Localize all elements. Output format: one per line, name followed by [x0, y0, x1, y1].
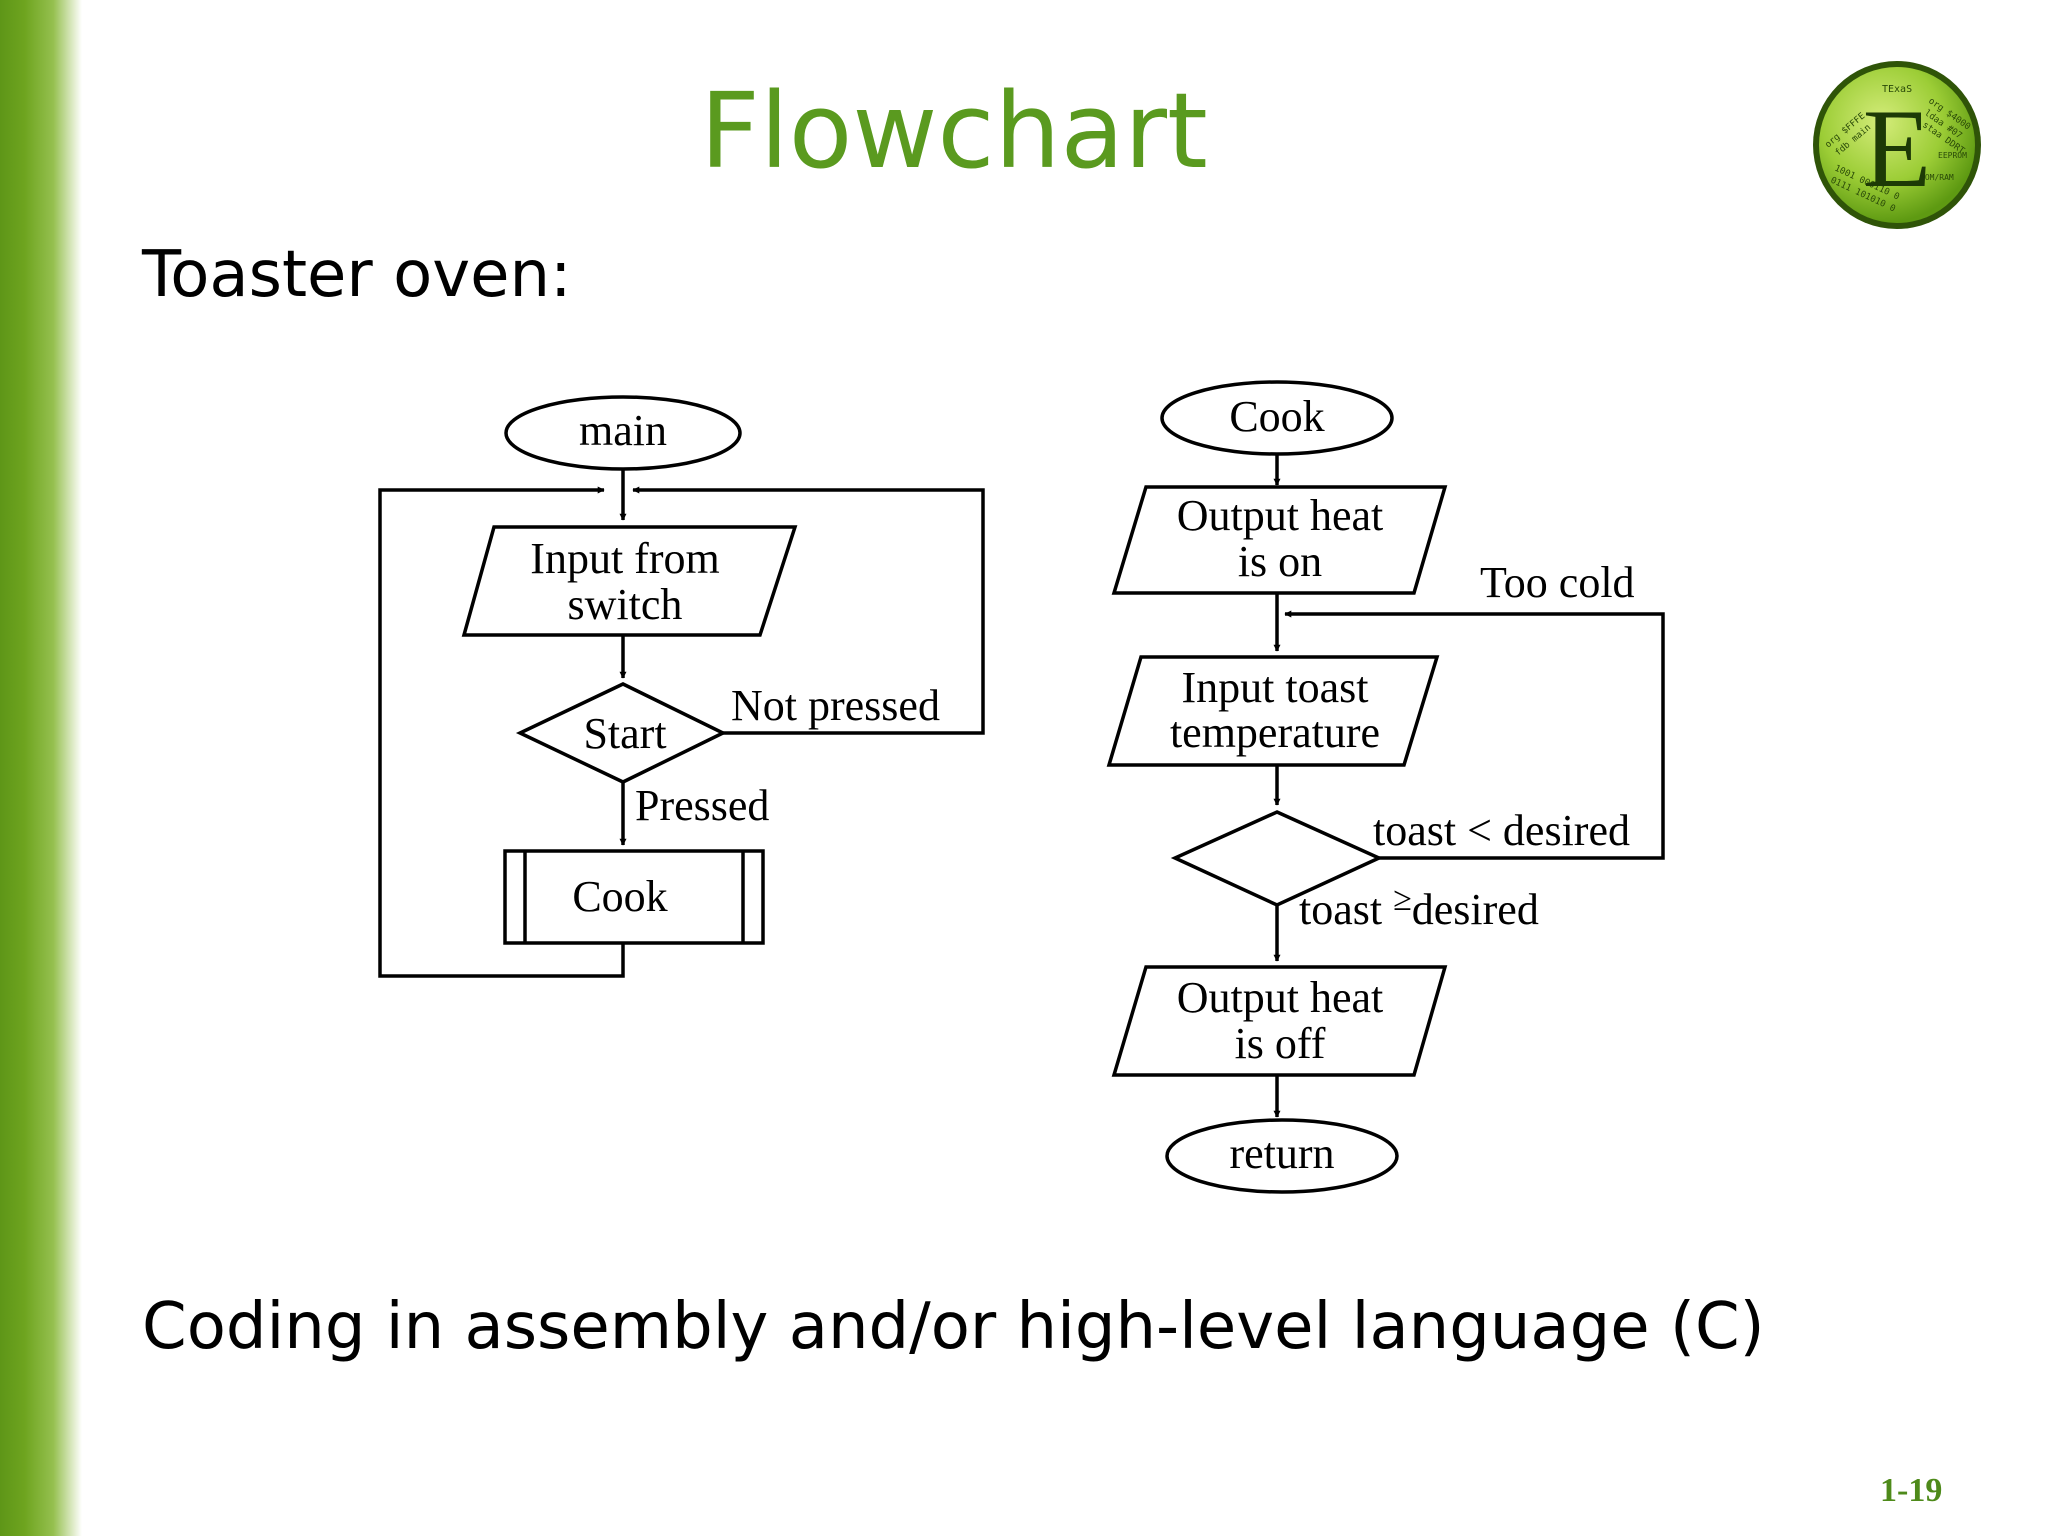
- bottom-caption: Coding in assembly and/or high-level lan…: [142, 1290, 1765, 1364]
- main-input-label-line1: Input from: [530, 534, 719, 583]
- cook-return-label: return: [1229, 1129, 1334, 1178]
- cook-less-label: toast < desired: [1373, 806, 1630, 855]
- main-input-parallelogram: [461, 525, 798, 637]
- slide-title: Flowchart: [700, 70, 1208, 192]
- cook-input-line2: temperature: [1170, 708, 1380, 757]
- cook-geq-text-a: toast: [1299, 885, 1393, 934]
- cook-output-off-line1: Output heat: [1177, 973, 1384, 1022]
- cook-output-off-line2: is off: [1235, 1019, 1326, 1068]
- cook-output-on-parallelogram: [1111, 485, 1448, 595]
- cook-geq-label: toast ≥desired: [1299, 881, 1539, 934]
- cook-input-line1: Input toast: [1182, 663, 1369, 712]
- cook-return-terminal: [1165, 1118, 1399, 1194]
- main-cook-subroutine-box: [503, 849, 765, 945]
- main-return-loop: [378, 486, 625, 978]
- logo-ring-text-8: ROM/RAM: [1920, 173, 1954, 182]
- logo-ring-text-0: TExaS: [1882, 84, 1912, 95]
- cook-output-on-line1: Output heat: [1177, 491, 1384, 540]
- cook-start-label: Cook: [1229, 392, 1324, 441]
- cook-geq-text-b: desired: [1412, 885, 1539, 934]
- main-input-label-line2: switch: [568, 580, 683, 629]
- cook-too-cold-label: Too cold: [1480, 558, 1635, 607]
- main-decision-label: Start: [583, 709, 666, 758]
- cook-geq-symbol: ≥: [1393, 881, 1412, 918]
- cook-too-cold-loop: [1284, 610, 1665, 860]
- main-not-pressed-label: Not pressed: [731, 681, 940, 730]
- logo-ring-text-9: EEPROM: [1938, 151, 1967, 160]
- cook-output-off-parallelogram: [1111, 965, 1448, 1077]
- main-not-pressed-loop: [632, 486, 985, 735]
- cook-output-on-line2: is on: [1238, 537, 1322, 586]
- page-number: 1-19: [1880, 1472, 1943, 1509]
- slide-subtitle: Toaster oven:: [142, 238, 572, 312]
- main-cook-label: Cook: [572, 872, 667, 921]
- cook-input-temperature-parallelogram: [1106, 655, 1440, 767]
- main-pressed-label: Pressed: [635, 781, 769, 830]
- main-start-label: main: [579, 406, 667, 455]
- texas-logo: TExaS org $FFFE fdb main org $4000 ldaa …: [1813, 61, 1981, 229]
- side-accent-bar: [0, 0, 82, 1536]
- logo-letter: E: [1863, 87, 1931, 211]
